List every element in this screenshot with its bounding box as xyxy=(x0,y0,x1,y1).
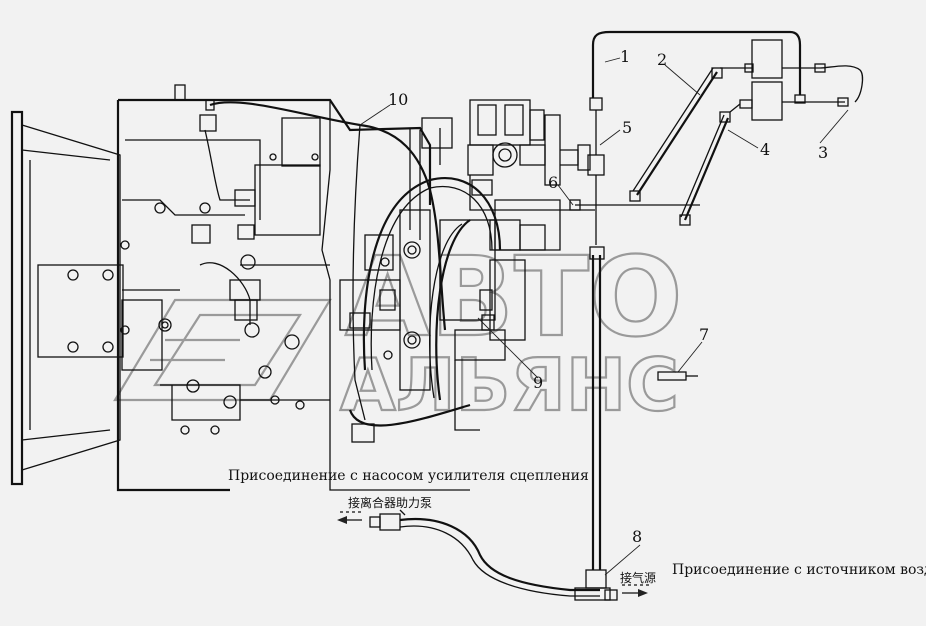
watermark-line-2: АЛЬЯНС xyxy=(340,343,679,427)
callout-3: 3 xyxy=(818,143,828,162)
callout-9: 9 xyxy=(533,373,543,392)
clutch-booster-label-cn: 接离合器助力泵 xyxy=(348,495,432,510)
callout-6: 6 xyxy=(548,173,558,192)
coiled-hose xyxy=(348,177,502,427)
callout-7: 7 xyxy=(699,325,709,344)
callout-5: 5 xyxy=(622,118,632,137)
air-source-label-ru: Присоединение с источником воздуха xyxy=(672,562,926,578)
leader-lines xyxy=(359,57,849,576)
arrows xyxy=(337,511,650,597)
flywheel-housing xyxy=(10,110,124,486)
annotations: Присоединение с насосом усилителя сцепле… xyxy=(228,468,926,585)
air-servo-unit xyxy=(467,99,591,211)
callout-1: 1 xyxy=(620,47,630,66)
piping xyxy=(191,30,864,601)
callout-4: 4 xyxy=(760,140,770,159)
callout-8: 8 xyxy=(632,527,642,546)
clutch-booster-label-ru: Присоединение с насосом усилителя сцепле… xyxy=(228,468,589,484)
callout-2: 2 xyxy=(657,50,667,69)
callouts: 1 2 3 4 5 6 7 8 9 10 xyxy=(388,47,828,546)
callout-10: 10 xyxy=(388,90,408,109)
gearbox-body xyxy=(116,84,470,492)
air-source-label-cn: 接气源 xyxy=(620,570,656,585)
